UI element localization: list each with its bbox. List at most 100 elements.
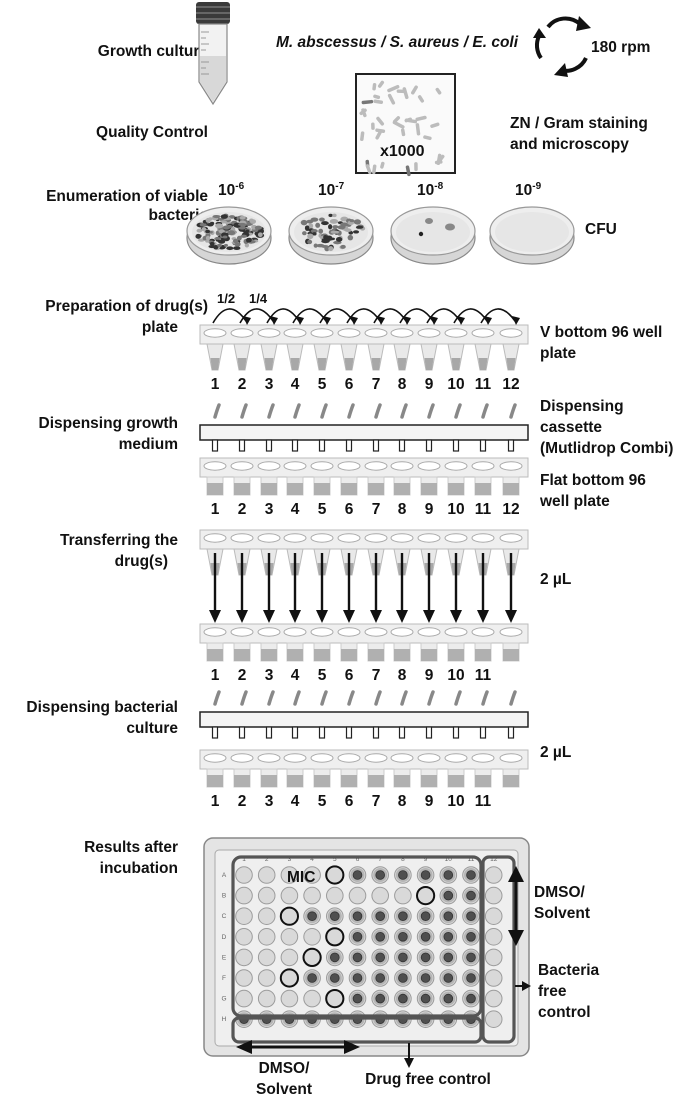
plate-column-label: 2 [265, 856, 269, 863]
column-number: 9 [425, 667, 434, 684]
colony [304, 225, 310, 231]
plate-well [235, 907, 253, 926]
colony [340, 244, 346, 249]
bacterium [392, 120, 405, 129]
bacterium [396, 89, 407, 94]
tube [320, 403, 328, 419]
dilution-label-2: 10-7 [318, 181, 345, 199]
column-number: 2 [238, 793, 247, 810]
colony [205, 217, 211, 223]
colony [236, 235, 242, 241]
vplate-well-4 [283, 328, 307, 371]
plate-well [484, 989, 503, 1008]
nozzle [211, 439, 219, 452]
plate-well [303, 886, 321, 905]
plate-well [303, 907, 321, 926]
column-number: 4 [291, 501, 300, 518]
flatplate-well-5 [310, 461, 334, 496]
plate-well [484, 886, 503, 905]
plate-well [303, 928, 321, 946]
dilution-arrowhead [512, 316, 520, 325]
column-number: 10 [447, 667, 464, 684]
column-number: 7 [372, 667, 381, 684]
dmso-bottom-line1: DMSO/ [259, 1060, 311, 1077]
vplate-well-2 [230, 328, 254, 371]
flatplate-well-8 [390, 627, 414, 662]
colony [347, 234, 354, 241]
label-dispense-culture-line1: Dispensing bacterial [26, 699, 178, 716]
plate-well [235, 866, 253, 884]
flatplate-well-8 [390, 753, 414, 788]
colony [330, 230, 340, 234]
column-number: 11 [475, 667, 492, 684]
mic-well-highlight [279, 906, 299, 926]
label-enumeration-line1: Enumeration of viable [46, 188, 208, 205]
bacterium [435, 87, 442, 95]
plate-well [326, 948, 344, 967]
vplate-well-6 [337, 328, 361, 371]
transfer-arrowhead [505, 610, 517, 623]
colony [208, 244, 216, 249]
bacterium [415, 123, 421, 136]
nozzle [507, 439, 515, 452]
plate-row-label: G [221, 996, 226, 1003]
colony [300, 219, 308, 226]
plate-well [484, 866, 503, 884]
nozzle [372, 726, 380, 739]
column-number: 8 [398, 501, 407, 518]
plate-well [235, 989, 253, 1008]
colony [302, 231, 307, 236]
nozzle [345, 726, 353, 739]
microscopy-label-line2: and microscopy [510, 136, 629, 153]
plate-column-label: 7 [378, 856, 382, 863]
tube [293, 690, 301, 706]
nozzle [425, 439, 433, 452]
vplate-well-11 [471, 328, 495, 371]
plate-well [371, 907, 390, 926]
colony [355, 225, 364, 229]
tube [481, 690, 489, 706]
colony [240, 234, 247, 238]
label-results-line2: incubation [100, 860, 178, 877]
column-number: 1 [211, 793, 220, 810]
plate-well [394, 928, 412, 946]
bacterium [437, 154, 445, 164]
plate-well [462, 969, 480, 987]
flatplate-well-11 [471, 627, 495, 662]
bacterium [411, 85, 418, 95]
plate-well [439, 866, 458, 884]
magnification-label: x1000 [380, 143, 425, 160]
colony [353, 219, 362, 225]
tube [293, 403, 301, 419]
flatplate-well-11 [471, 753, 495, 788]
nozzle [345, 439, 353, 452]
colony [332, 213, 337, 218]
plate-well [484, 907, 503, 926]
nozzle [238, 439, 246, 452]
mic-well-highlight [325, 989, 345, 1009]
dmso-bottom-line2: Solvent [256, 1081, 312, 1098]
colony [209, 241, 215, 246]
vplate-well-7 [364, 328, 388, 371]
dilution-arrowhead [270, 316, 278, 325]
column-number: 11 [475, 793, 492, 810]
plate-well [439, 969, 458, 987]
dilution-arrowhead [430, 316, 438, 325]
plate-well [394, 907, 412, 926]
treatment-region-frame [231, 855, 483, 1018]
tube [509, 403, 517, 419]
column-number: 6 [345, 667, 354, 684]
plate-row-label: E [222, 954, 227, 961]
colony [257, 232, 263, 238]
column-number: 9 [425, 793, 434, 810]
plate-column-label: 5 [333, 856, 337, 863]
plate-well [462, 907, 480, 926]
plate-well [325, 865, 345, 885]
plate-well [257, 928, 276, 946]
plate-well [462, 928, 480, 946]
petri-dish-4 [489, 206, 575, 265]
plate-well [279, 968, 299, 988]
cassette-label-line3: (Mutlidrop Combi) [540, 440, 673, 457]
flatplate-well-2 [230, 753, 254, 788]
colony [320, 245, 330, 248]
